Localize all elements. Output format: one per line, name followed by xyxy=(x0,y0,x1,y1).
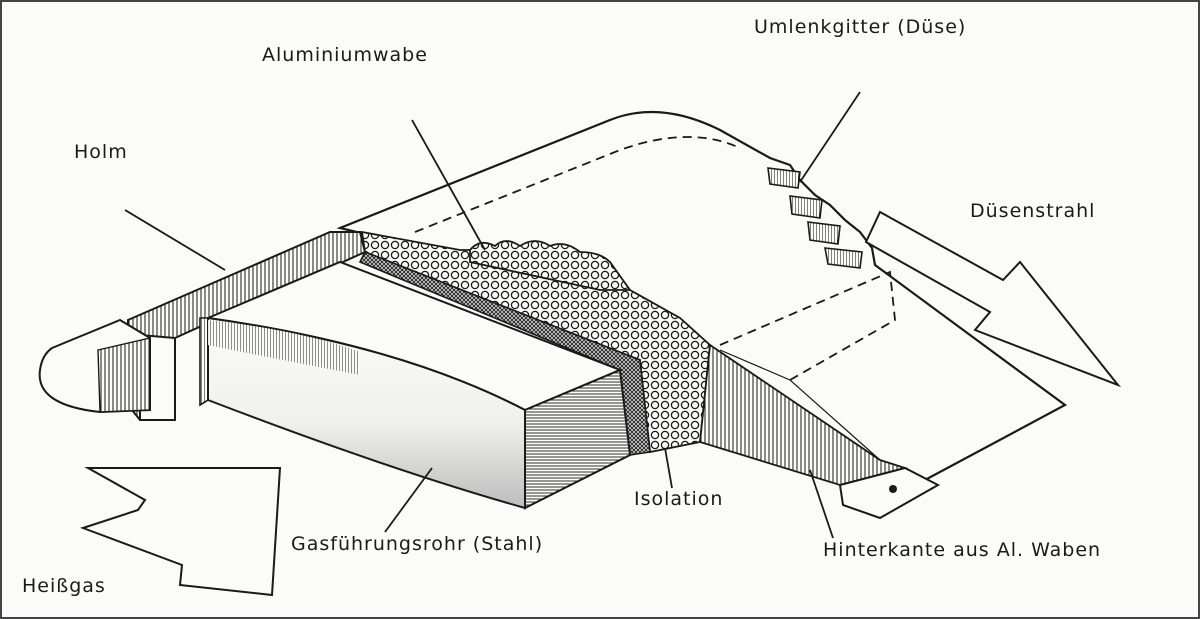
label-insulation: Isolation xyxy=(634,488,724,510)
label-deflection-grid: Umlenkgitter (Düse) xyxy=(754,16,967,38)
wing-upper-skin xyxy=(336,110,1068,490)
label-trailing-edge: Hinterkante aus Al. Waben xyxy=(823,539,1102,561)
leader-lines xyxy=(124,91,861,539)
spar-holm xyxy=(38,231,367,421)
hidden-contour-line xyxy=(719,270,896,381)
label-spar: Holm xyxy=(74,141,128,163)
trailing-edge-hole xyxy=(889,485,897,493)
hidden-contour-line xyxy=(414,136,741,233)
trailing-edge-tip xyxy=(838,466,941,520)
gas-duct-tube xyxy=(199,260,632,510)
deflection-grid-vanes xyxy=(767,167,863,269)
label-nozzle-jet: Düsenstrahl xyxy=(970,200,1096,222)
honeycomb-bulge xyxy=(469,240,632,291)
nozzle-jet-arrow xyxy=(864,210,1122,388)
label-gas-duct: Gasführungsrohr (Stahl) xyxy=(291,533,544,555)
label-aluminium-honeycomb: Aluminiumwabe xyxy=(262,44,428,66)
label-hot-gas: Heißgas xyxy=(22,575,106,597)
hot-gas-arrow xyxy=(79,467,282,597)
